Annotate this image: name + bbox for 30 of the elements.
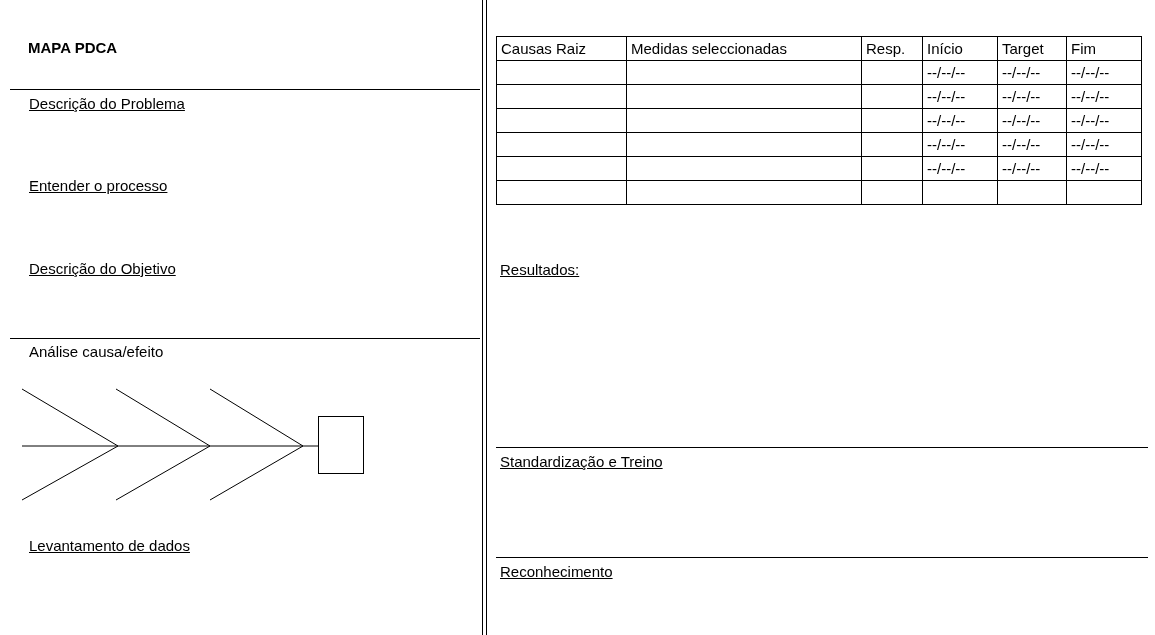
date-cell: --/--/-- — [997, 84, 1067, 109]
section-heading: Resultados: — [500, 261, 580, 278]
column-header: Target — [997, 36, 1067, 61]
section-heading: Entender o processo — [29, 177, 168, 194]
date-cell: --/--/-- — [922, 156, 998, 181]
date-cell: --/--/-- — [1066, 84, 1142, 109]
date-cell: --/--/-- — [997, 132, 1067, 157]
date-cell: --/--/-- — [1066, 132, 1142, 157]
date-cell: --/--/-- — [922, 60, 998, 85]
column-header: Causas Raiz — [496, 36, 627, 61]
date-cell: --/--/-- — [1066, 156, 1142, 181]
column-header: Resp. — [861, 36, 923, 61]
section-heading: Análise causa/efeito — [29, 343, 164, 360]
column-header: Medidas seleccionadas — [626, 36, 862, 61]
date-cell: --/--/-- — [922, 84, 998, 109]
column-header: Fim — [1066, 36, 1142, 61]
date-cell: --/--/-- — [1066, 108, 1142, 133]
section-heading: Levantamento de dados — [29, 537, 190, 554]
date-cell: --/--/-- — [922, 132, 998, 157]
date-cell: --/--/-- — [997, 60, 1067, 85]
date-cell: --/--/-- — [997, 108, 1067, 133]
date-cell: --/--/-- — [1066, 60, 1142, 85]
section-heading: Descrição do Problema — [29, 95, 185, 112]
date-cell: --/--/-- — [997, 156, 1067, 181]
section-heading: Descrição do Objetivo — [29, 260, 176, 277]
section-heading: Standardização e Treino — [500, 453, 663, 470]
section-heading: Reconhecimento — [500, 563, 613, 580]
form-title: MAPA PDCA — [28, 39, 118, 56]
date-cell: --/--/-- — [922, 108, 998, 133]
column-header: Início — [922, 36, 998, 61]
